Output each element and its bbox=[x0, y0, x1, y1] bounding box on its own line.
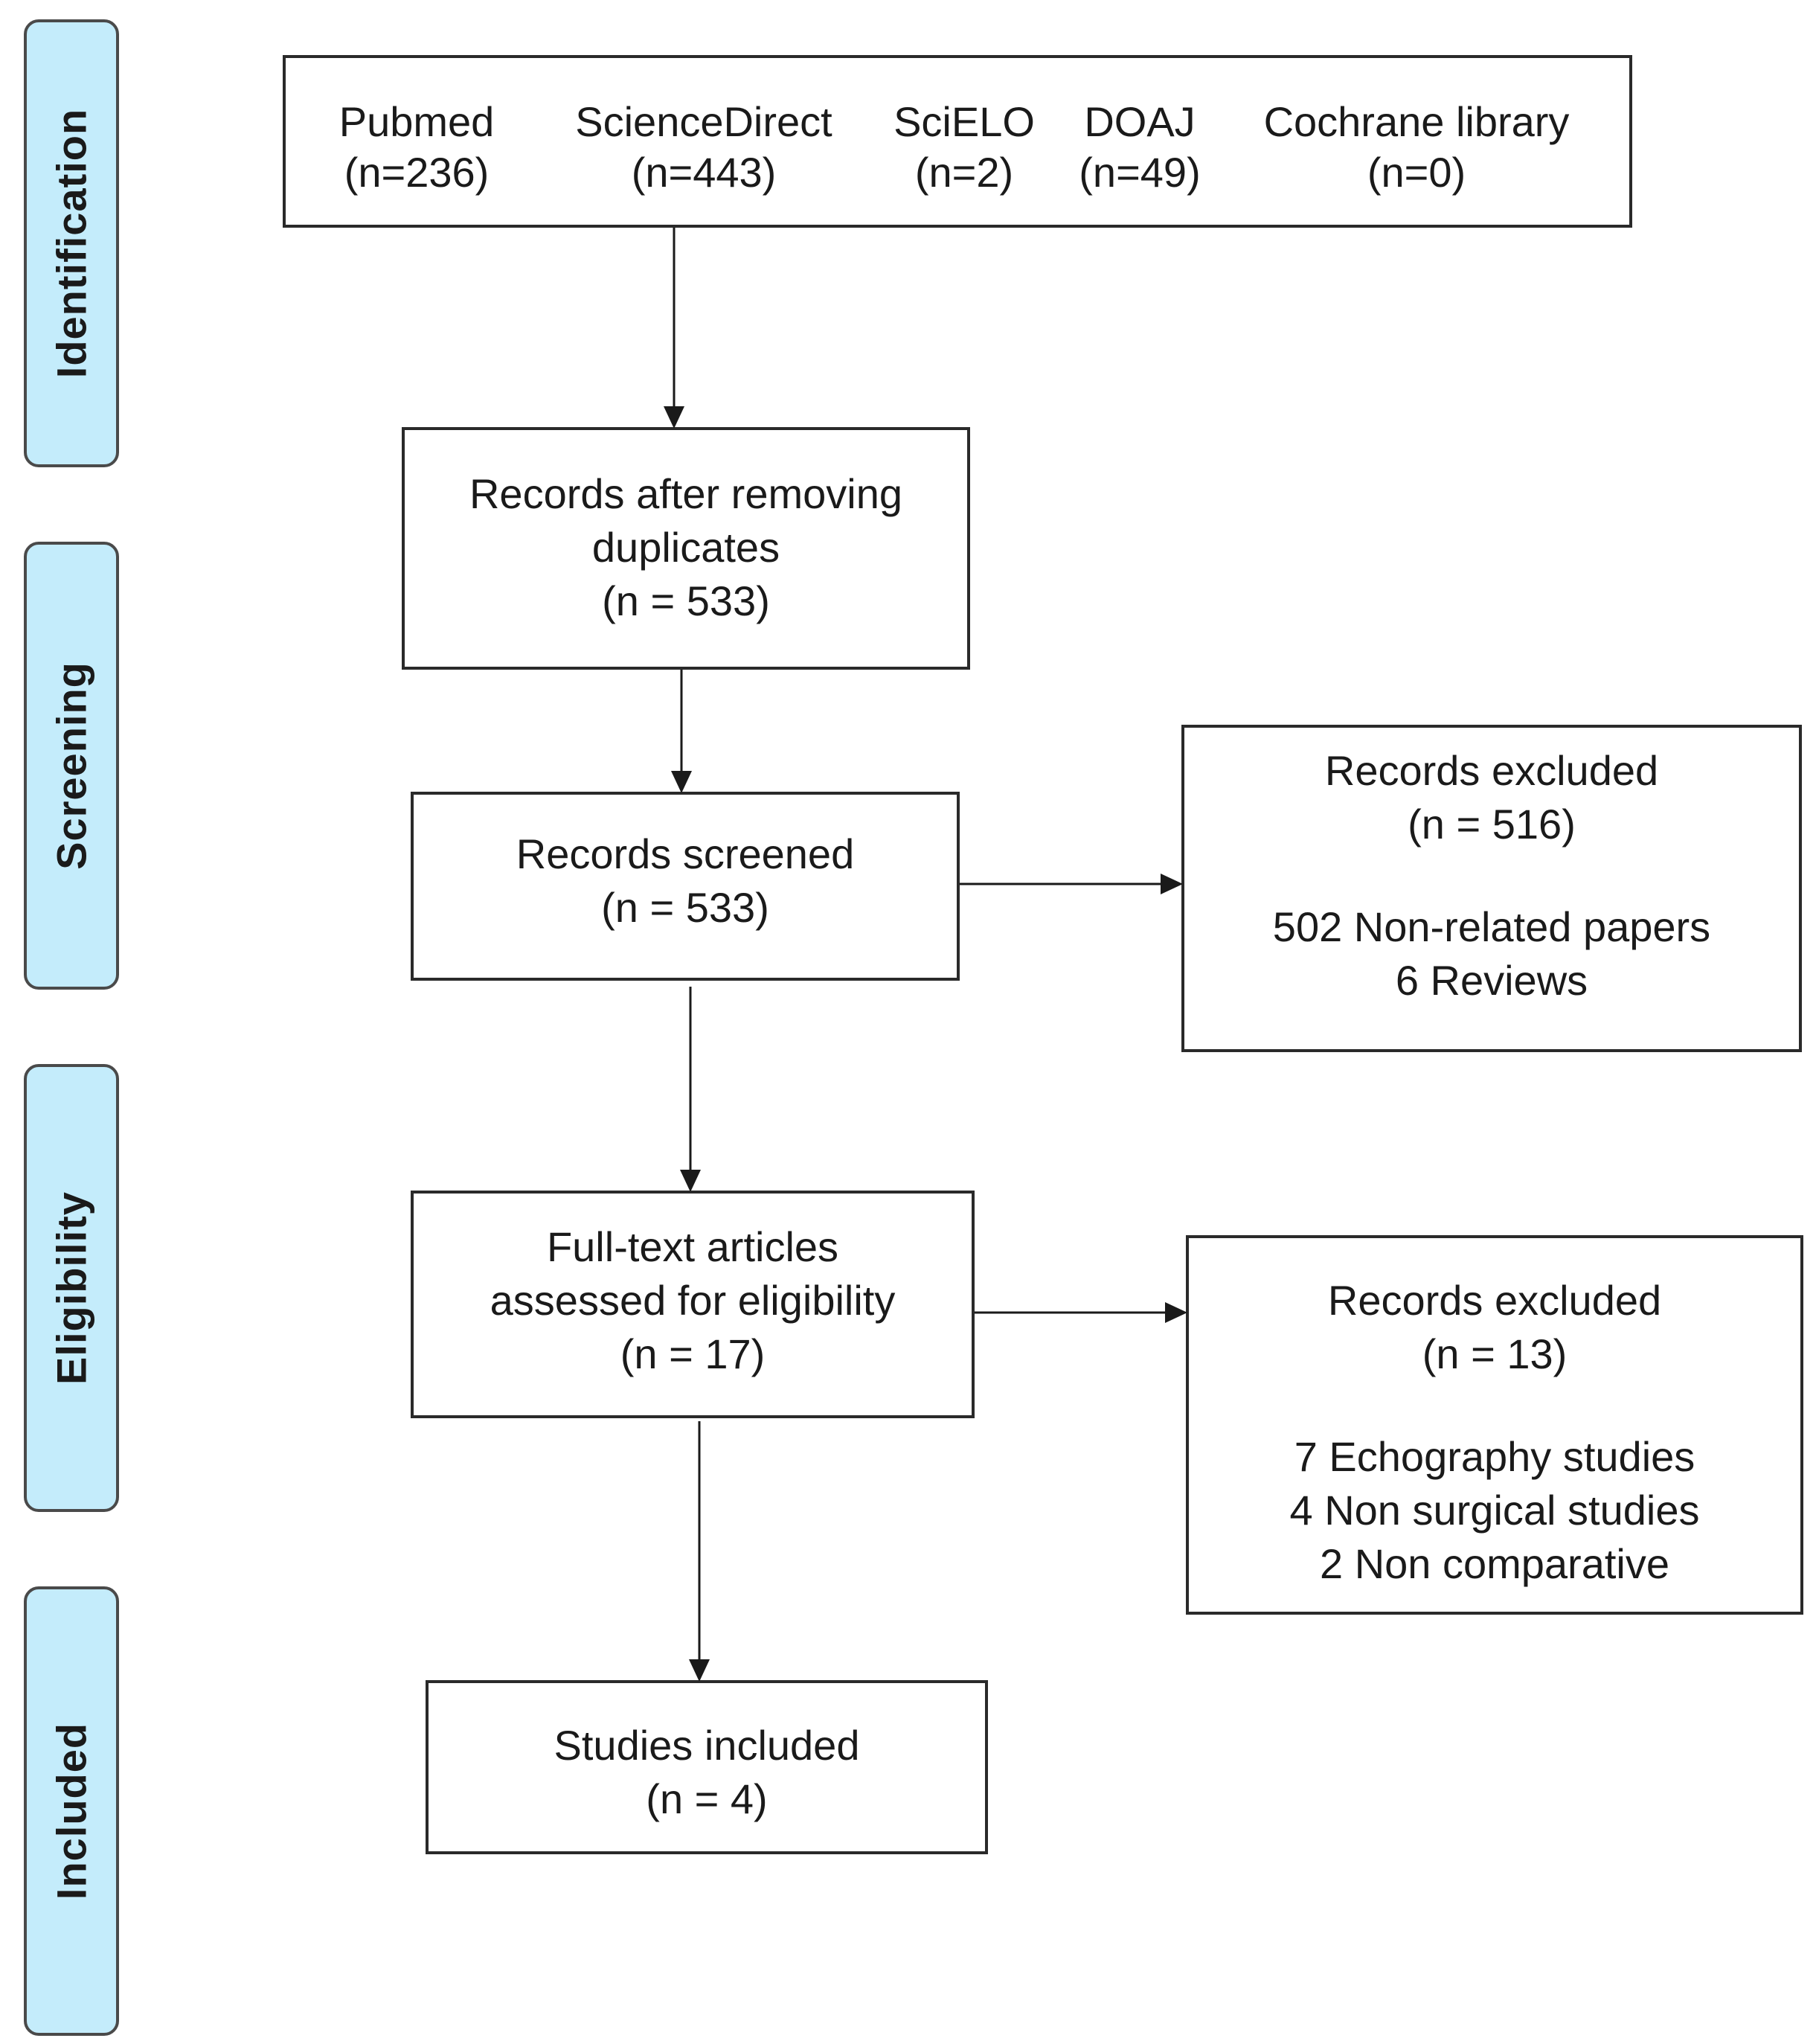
excluded-screening-label: Records excluded bbox=[1324, 747, 1659, 794]
dedup-line1: Records after removing bbox=[469, 470, 902, 517]
screened-count: (n = 533) bbox=[601, 884, 769, 931]
fulltext-box: Full-text articles assessed for eligibil… bbox=[411, 1191, 975, 1418]
dedup-line2: duplicates bbox=[591, 524, 780, 571]
fulltext-line2: assessed for eligibility bbox=[490, 1277, 896, 1324]
source-name: Cochrane library bbox=[1263, 98, 1570, 145]
source-name: ScienceDirect bbox=[575, 98, 832, 145]
stage-tab-eligibility: Eligibility bbox=[24, 1064, 119, 1512]
exclusion-reason: 2 Non comparative bbox=[1319, 1540, 1669, 1587]
source-sciencedirect: ScienceDirect (n=443) bbox=[575, 97, 832, 198]
arrowhead-screened-to-excluded bbox=[1161, 874, 1183, 894]
exclusion-reason: 4 Non surgical studies bbox=[1289, 1487, 1700, 1534]
arrowhead-fulltext-to-excluded bbox=[1165, 1302, 1187, 1323]
source-name: DOAJ bbox=[1084, 98, 1196, 145]
included-label: Studies included bbox=[554, 1722, 860, 1769]
exclusion-reason: 7 Echography studies bbox=[1294, 1433, 1695, 1480]
source-count: (n=236) bbox=[344, 149, 490, 196]
source-count: (n=0) bbox=[1367, 149, 1466, 196]
screened-label: Records screened bbox=[516, 830, 855, 877]
stage-tab-included: Included bbox=[24, 1586, 119, 2036]
stage-tab-screening: Screening bbox=[24, 542, 119, 990]
arrowhead-screened-to-fulltext bbox=[680, 1170, 701, 1192]
included-box: Studies included (n = 4) bbox=[426, 1680, 988, 1854]
fulltext-line1: Full-text articles bbox=[546, 1223, 839, 1270]
arrowhead-fulltext-to-included bbox=[689, 1659, 710, 1682]
excluded-eligibility-count: (n = 13) bbox=[1422, 1330, 1568, 1377]
excluded-eligibility-box: Records excluded (n = 13) 7 Echography s… bbox=[1186, 1235, 1803, 1615]
arrowhead-dedup-to-screened bbox=[671, 771, 692, 793]
dedup-box: Records after removing duplicates (n = 5… bbox=[402, 427, 970, 670]
exclusion-reason: 502 Non-related papers bbox=[1272, 903, 1711, 950]
source-count: (n=49) bbox=[1079, 149, 1201, 196]
excluded-eligibility-label: Records excluded bbox=[1327, 1277, 1662, 1324]
excluded-screening-box: Records excluded (n = 516) 502 Non-relat… bbox=[1181, 725, 1802, 1052]
source-scielo: SciELO (n=2) bbox=[893, 97, 1035, 198]
source-name: SciELO bbox=[893, 98, 1035, 145]
source-cochrane: Cochrane library (n=0) bbox=[1264, 97, 1570, 198]
stage-tab-identification: Identification bbox=[24, 19, 119, 467]
fulltext-count: (n = 17) bbox=[620, 1330, 766, 1377]
screened-box: Records screened (n = 533) bbox=[411, 792, 960, 981]
excluded-screening-count: (n = 516) bbox=[1408, 801, 1576, 848]
arrowhead-sources-to-dedup bbox=[664, 406, 684, 429]
dedup-count: (n = 533) bbox=[602, 577, 770, 624]
source-doaj: DOAJ (n=49) bbox=[1079, 97, 1200, 198]
source-pubmed: Pubmed (n=236) bbox=[339, 97, 495, 198]
source-name: Pubmed bbox=[339, 98, 495, 145]
included-count: (n = 4) bbox=[646, 1775, 768, 1822]
sources-box: Pubmed (n=236) ScienceDirect (n=443) Sci… bbox=[283, 55, 1632, 228]
source-count: (n=2) bbox=[914, 149, 1014, 196]
exclusion-reason: 6 Reviews bbox=[1395, 957, 1588, 1004]
source-count: (n=443) bbox=[631, 149, 777, 196]
